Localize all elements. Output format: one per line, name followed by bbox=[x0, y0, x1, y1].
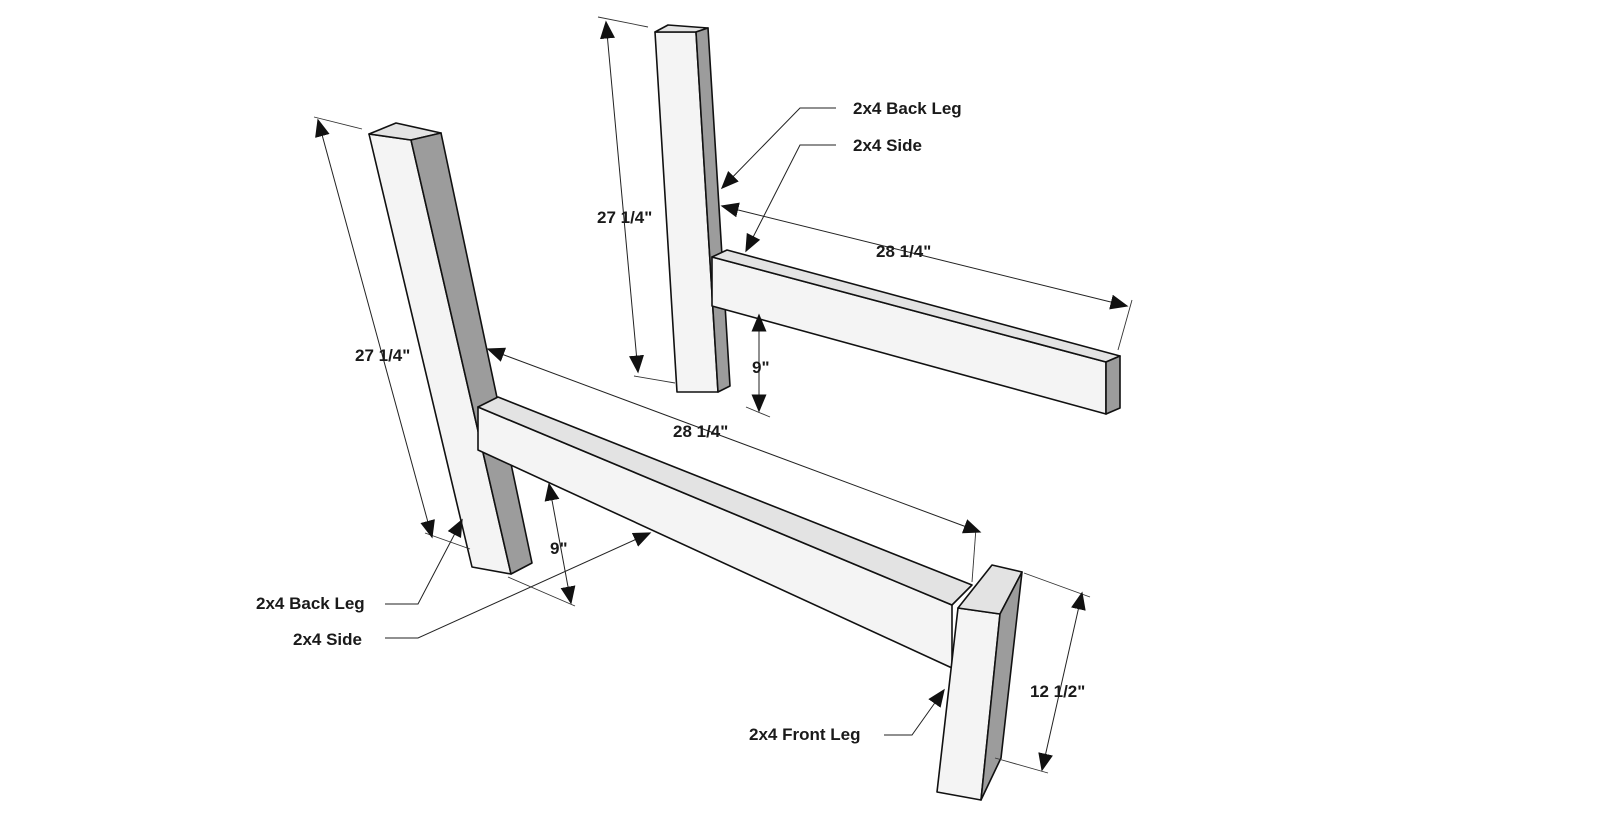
back-assembly-back-leg bbox=[654, 24, 731, 393]
front-assembly-height-label: 27 1/4" bbox=[355, 346, 410, 365]
front-assembly-side-label: 2x4 Side bbox=[293, 630, 362, 649]
back-assembly-back-leg-label: 2x4 Back Leg bbox=[853, 99, 962, 118]
back-side-assembly bbox=[654, 24, 1121, 415]
front-assembly-front-leg bbox=[936, 564, 1023, 801]
back-assembly-side-label: 2x4 Side bbox=[853, 136, 922, 155]
leader-lines bbox=[385, 107, 945, 736]
back-assembly-side-rail bbox=[711, 249, 1121, 415]
front-leg-height-label: 12 1/2" bbox=[1030, 682, 1085, 701]
front-assembly-rise-label: 9" bbox=[550, 539, 568, 558]
part-labels: 2x4 Back Leg 2x4 Side 2x4 Back Leg 2x4 S… bbox=[256, 99, 962, 744]
back-assembly-height-label: 27 1/4" bbox=[597, 208, 652, 227]
front-leg-label: 2x4 Front Leg bbox=[749, 725, 860, 744]
back-assembly-length-label: 28 1/4" bbox=[876, 242, 931, 261]
front-assembly-length-label: 28 1/4" bbox=[673, 422, 728, 441]
front-assembly-back-leg-label: 2x4 Back Leg bbox=[256, 594, 365, 613]
front-assembly-dimensions bbox=[313, 116, 1091, 774]
dimension-labels: 27 1/4" 28 1/4" 9" 27 1/4" 28 1/4" 9" 12… bbox=[355, 208, 1085, 701]
back-assembly-rise-label: 9" bbox=[752, 358, 770, 377]
